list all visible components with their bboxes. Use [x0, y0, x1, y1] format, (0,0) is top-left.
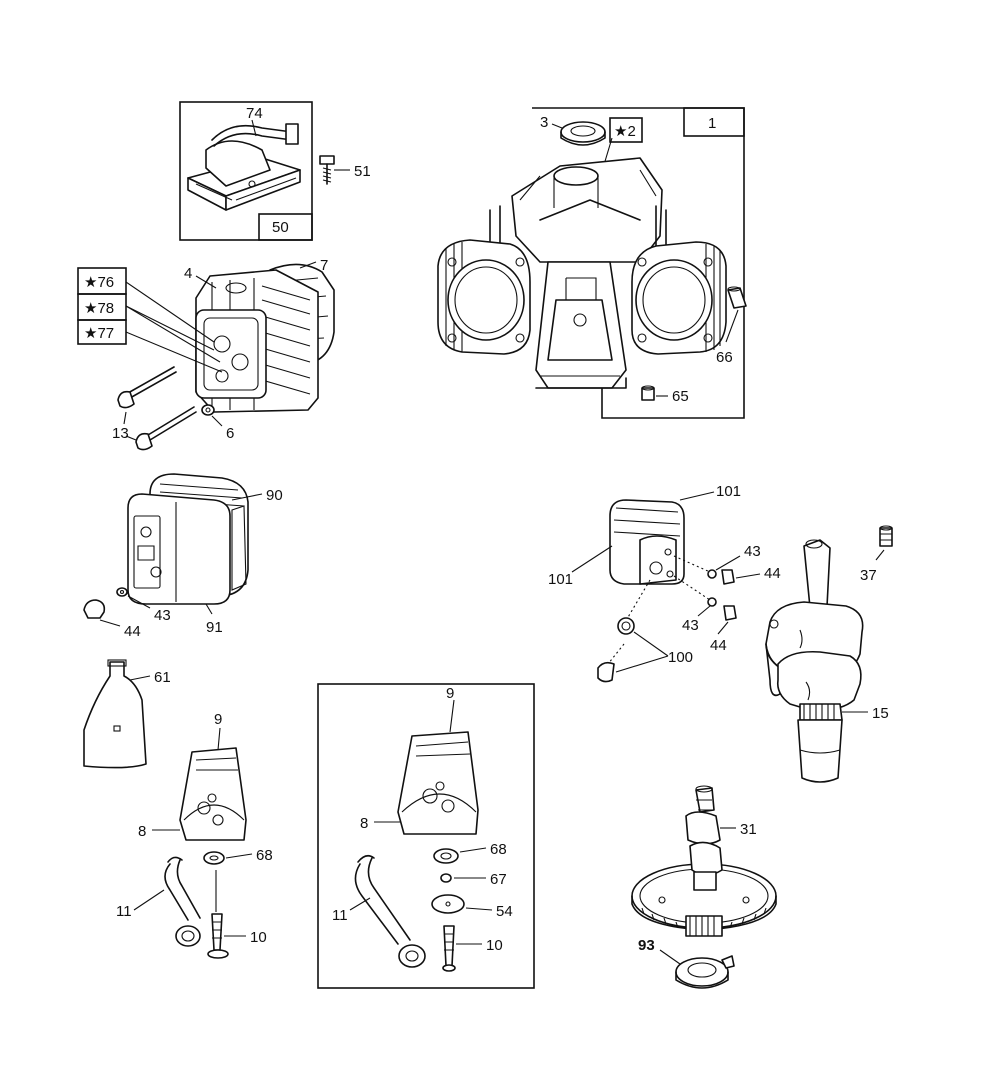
callout-100: 100	[668, 649, 693, 666]
callout-9-left: 9	[214, 711, 222, 728]
ignition-coil-kit-box: 50 74	[179, 101, 313, 241]
callout-10-box: 10	[486, 937, 503, 954]
callout-7: 7	[320, 257, 328, 274]
callout-8-box: 8	[360, 815, 368, 832]
callout-11-left: 11	[116, 903, 132, 920]
callout-93: 93	[638, 937, 655, 954]
washer-6: 6	[201, 404, 234, 442]
bearing-93: 93	[638, 937, 735, 989]
callout-61: 61	[154, 669, 171, 686]
callout-74: 74	[246, 105, 263, 122]
callout-76-star: ★76	[84, 274, 114, 291]
callout-3: 3	[540, 114, 548, 131]
callout-50: 50	[272, 219, 289, 236]
oil-bottle-61: 61	[83, 659, 171, 769]
breather-left: 9 8 68 10 11	[116, 711, 273, 959]
callout-90: 90	[266, 487, 283, 504]
callout-44-right-bottom: 44	[710, 637, 727, 654]
callout-68-left: 68	[256, 847, 273, 864]
star-kit-boxes: ★76 ★78 ★77	[77, 267, 223, 373]
callout-101-left: 101	[548, 571, 573, 588]
valve-cover-left: 90 91	[127, 473, 283, 636]
callout-67: 67	[490, 871, 507, 888]
callout-44-left: 44	[124, 623, 141, 640]
callout-13: 13	[112, 425, 129, 442]
washer-nut-43-44-left: 43 44	[83, 587, 171, 640]
callout-68-box: 68	[490, 841, 507, 858]
breather-kit-box: 9 8 68 67 54 10 11	[317, 683, 535, 989]
callout-101-top: 101	[716, 483, 741, 500]
callout-11-box: 11	[332, 907, 348, 924]
camshaft-gear-31: 31	[631, 785, 777, 937]
callout-78-star: ★78	[84, 300, 114, 317]
plug-65: 65	[641, 385, 689, 405]
callout-37: 37	[860, 567, 877, 584]
valve-cover-right: 101 101	[548, 483, 741, 588]
head-bolts-13: 13	[112, 366, 197, 451]
left-cylinder	[437, 239, 531, 355]
callout-51: 51	[354, 163, 371, 180]
cylinder-head: 4 7	[184, 257, 335, 413]
right-cylinder	[631, 241, 727, 355]
grommets-100: 100	[597, 579, 693, 683]
callout-2-star: ★2	[614, 123, 636, 140]
callout-43-left: 43	[154, 607, 171, 624]
callout-77-star: ★77	[84, 325, 114, 342]
bolt-51: 51	[319, 155, 371, 185]
callout-43-right-top: 43	[744, 543, 761, 560]
callout-4: 4	[184, 265, 192, 282]
callout-1: 1	[708, 115, 716, 132]
crankcase-assembly: 1 ★2 3	[437, 107, 745, 419]
callout-8-left: 8	[138, 823, 146, 840]
callout-10-left: 10	[250, 929, 267, 946]
callout-15: 15	[872, 705, 889, 722]
callout-43-right-bottom: 43	[682, 617, 699, 634]
callout-65: 65	[672, 388, 689, 405]
callout-9-box: 9	[446, 685, 454, 702]
callout-91: 91	[206, 619, 223, 636]
dowel-pin-66: 66	[716, 286, 747, 366]
callout-6: 6	[226, 425, 234, 442]
callout-31: 31	[740, 821, 757, 838]
fitting-37: 37	[860, 525, 893, 584]
callout-44-right-top: 44	[764, 565, 781, 582]
ignition-coil-part	[187, 123, 301, 211]
callout-54: 54	[496, 903, 513, 920]
seal-3	[560, 121, 606, 146]
callout-66: 66	[716, 349, 733, 366]
washers-nuts-43-44-right: 43 44 43 44	[673, 543, 781, 654]
crankshaft-15: 15	[765, 539, 889, 783]
